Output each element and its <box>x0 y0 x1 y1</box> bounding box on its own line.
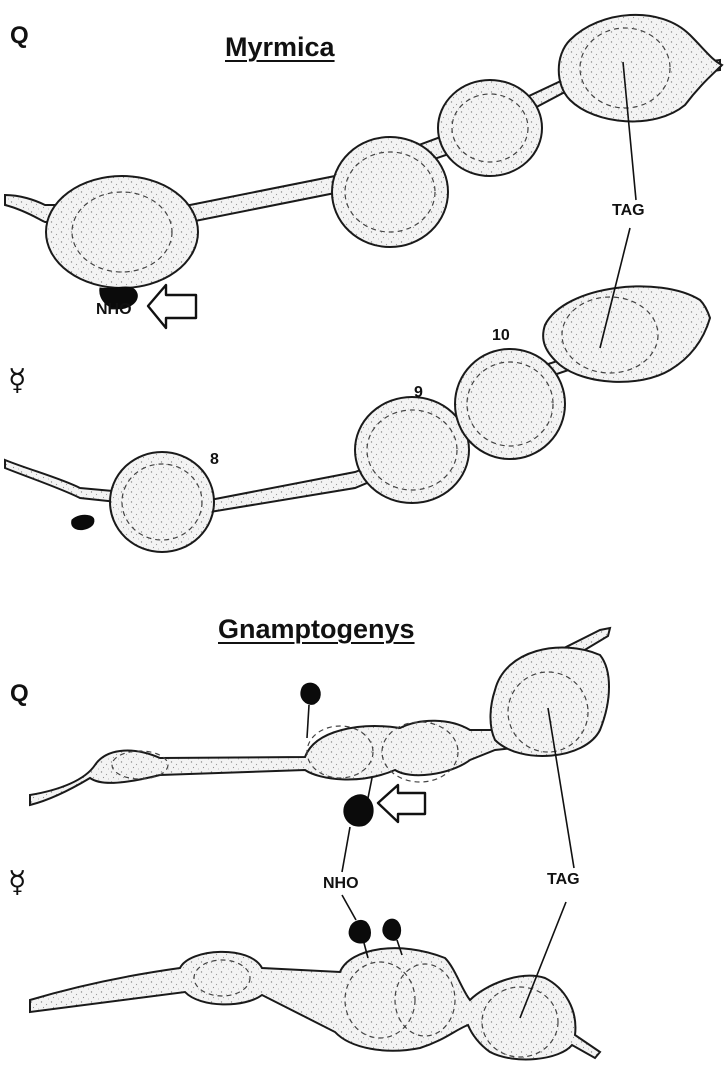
nho-arrow-icon <box>148 285 196 328</box>
segment-number-8: 8 <box>210 452 219 468</box>
nho-label-myrmica: NHO <box>96 302 132 318</box>
gnamptogenys-worker-antenna <box>30 919 600 1059</box>
queen-label-myrmica: Q <box>10 24 29 48</box>
panel-title-gnamptogenys: Gnamptogenys <box>218 616 415 643</box>
nho-label-gnamptogenys: NHO <box>323 876 359 892</box>
nho-leader-bottom <box>342 827 350 872</box>
segment-number-9: 9 <box>414 385 423 401</box>
myrmica-queen-antenna <box>5 15 722 309</box>
gnamptogenys-queen-antenna <box>30 628 610 805</box>
worker-symbol-gnamptogenys: ☿ <box>8 868 26 898</box>
worker-symbol-myrmica: ☿ <box>8 366 26 396</box>
segment-number-10: 10 <box>492 328 510 344</box>
gnamptogenys-nho-gland <box>344 795 373 826</box>
nho-arrow-icon-bottom <box>378 785 425 822</box>
queen-label-gnamptogenys: Q <box>10 682 29 706</box>
tag-label-gnamptogenys: TAG <box>547 872 580 888</box>
nho-stalk <box>368 778 372 798</box>
nho-leader-bottom-2 <box>342 895 356 920</box>
panel-title-myrmica: Myrmica <box>225 34 335 61</box>
tag-label-myrmica: TAG <box>612 203 645 219</box>
myrmica-worker-antenna <box>5 286 710 552</box>
